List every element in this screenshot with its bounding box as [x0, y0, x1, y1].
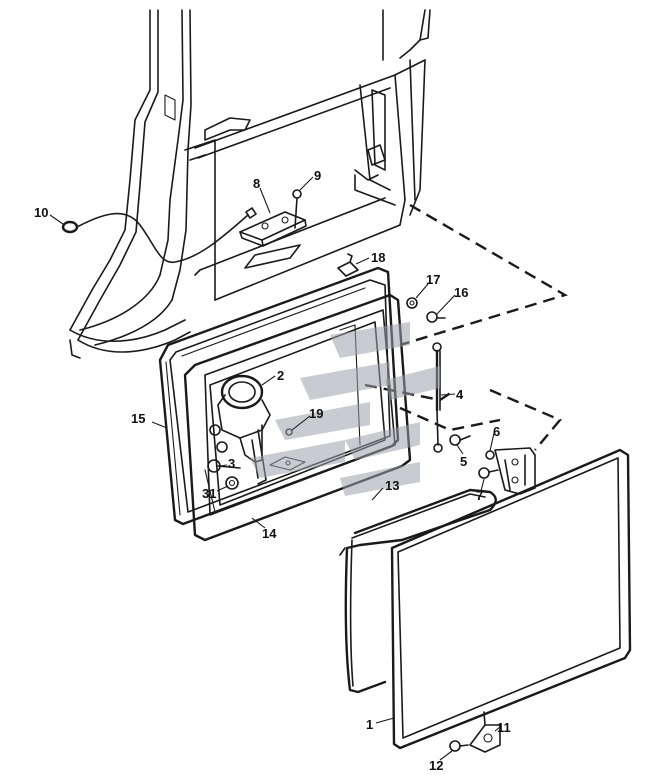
- cab-body-panel: [69, 9, 431, 359]
- washer-part-17: [406, 297, 418, 309]
- callout-11: 11: [497, 720, 511, 735]
- callout-14: 14: [262, 526, 277, 541]
- callout-2: 2: [277, 368, 284, 383]
- latch-part-2: [209, 374, 271, 485]
- seal-part-13: [339, 488, 497, 694]
- callout-16: 16: [454, 285, 468, 300]
- bracket-part-11: [469, 711, 501, 753]
- callout-12: 12: [429, 758, 443, 773]
- door-panel-part-1: [390, 448, 632, 750]
- callout-19: 19: [309, 406, 323, 421]
- watermark-logo: [250, 322, 440, 496]
- bolt-part-7: [478, 467, 499, 479]
- callout-7: 7: [476, 488, 483, 503]
- callout-10: 10: [34, 205, 48, 220]
- callout-18: 18: [371, 250, 385, 265]
- callout-labels: 10 8 9 18 17 16 2 4 15 19 3 31 6 5 7 13 …: [34, 168, 511, 773]
- callout-9: 9: [314, 168, 321, 183]
- connector-part-18: [337, 253, 359, 277]
- nut-part-31: [225, 476, 239, 490]
- callout-15: 15: [131, 411, 145, 426]
- bracket-part-8: [239, 211, 307, 247]
- callout-13: 13: [385, 478, 399, 493]
- callout-6: 6: [493, 424, 500, 439]
- bolt-part-16: [426, 311, 446, 323]
- gas-strut-part-4: [432, 342, 443, 453]
- bolt-part-12: [449, 740, 469, 752]
- bolt-part-5: [449, 434, 471, 446]
- callout-4: 4: [456, 387, 464, 402]
- cable-part-10: [61, 207, 257, 263]
- hinge-part-6: [485, 447, 536, 495]
- callout-3: 3: [228, 456, 235, 471]
- callout-5: 5: [460, 454, 467, 469]
- bolt-part-9: [292, 189, 302, 229]
- callout-31: 31: [202, 486, 216, 501]
- callout-1: 1: [366, 717, 373, 732]
- callout-17: 17: [426, 272, 440, 287]
- leader-lines: [49, 176, 501, 761]
- callout-8: 8: [253, 176, 260, 191]
